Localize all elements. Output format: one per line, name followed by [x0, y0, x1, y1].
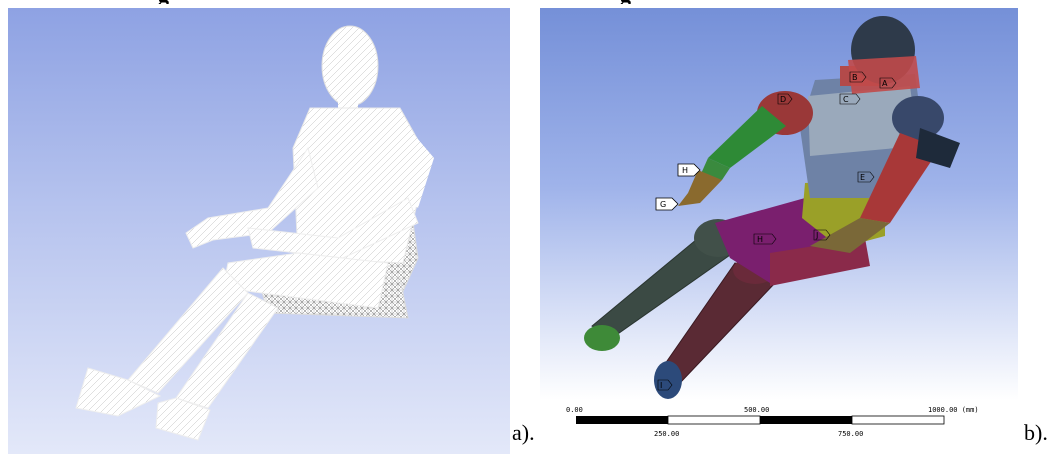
svg-text:C: C — [843, 95, 849, 104]
panel-b-label: b). — [1024, 420, 1048, 445]
clipped-heading-left: g — [158, 0, 178, 4]
svg-text:D: D — [780, 95, 786, 104]
svg-text:H: H — [757, 235, 763, 244]
scale-tick-label: 1000.00 (mm) — [928, 406, 979, 414]
scale-bar: 0.00 500.00 1000.00 (mm) 250.00 750.00 — [566, 406, 979, 438]
scale-tick-label: 500.00 — [744, 406, 769, 414]
marker-tag: A — [879, 77, 897, 89]
marker-tag: B — [849, 71, 867, 83]
marker-layer: H G D C B A E H — [655, 71, 897, 391]
marker-tag: H — [753, 233, 777, 245]
marker-tag: J — [813, 229, 831, 241]
svg-text:G: G — [660, 200, 666, 209]
panel-b-segment-view: H G D C B A E H — [540, 8, 1018, 454]
scale-tick-label: 750.00 — [838, 430, 863, 438]
marker-tag: C — [839, 93, 861, 105]
marker-tag: E — [857, 171, 875, 183]
marker-tag: I — [657, 379, 673, 391]
mesh-model-illustration — [75, 25, 434, 441]
svg-text:I: I — [660, 381, 662, 390]
marker-tag: H — [677, 163, 701, 177]
svg-text:J: J — [815, 231, 818, 240]
scale-tick-label: 250.00 — [654, 430, 679, 438]
clipped-heading-right: g — [620, 0, 640, 4]
segmented-model-illustration — [584, 16, 960, 399]
panel-a-mesh-view — [8, 8, 510, 454]
panel-a-label: a). — [512, 420, 535, 445]
marker-tag: D — [777, 93, 793, 105]
svg-text:E: E — [860, 173, 865, 182]
marker-tag: G — [655, 197, 679, 211]
scale-tick-label: 0.00 — [566, 406, 583, 414]
svg-text:A: A — [882, 79, 888, 88]
svg-text:H: H — [682, 166, 688, 175]
svg-text:B: B — [852, 73, 858, 82]
